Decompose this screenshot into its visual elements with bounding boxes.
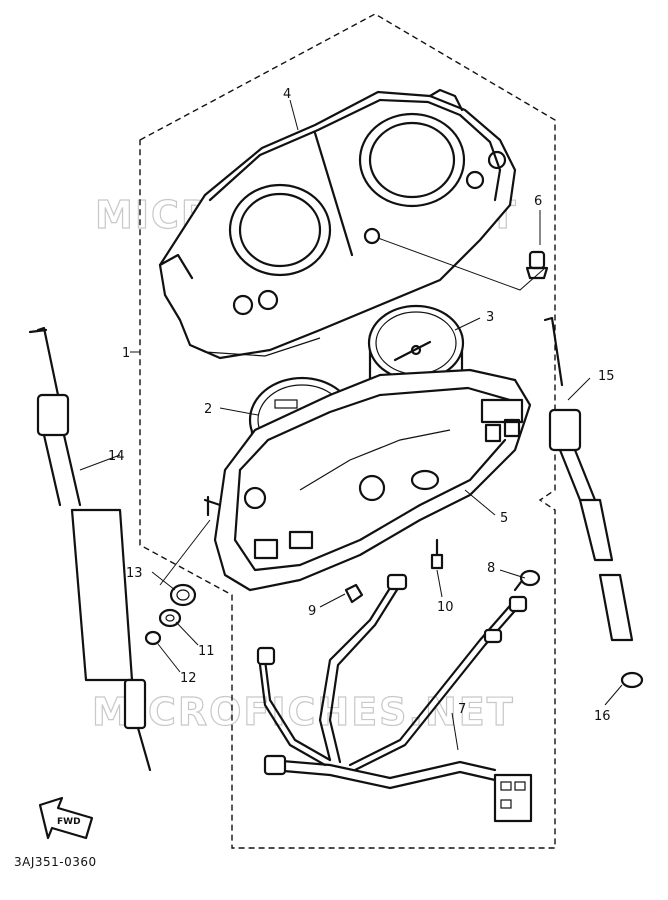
callout-14: 14 <box>108 449 125 464</box>
meter-cover <box>158 88 517 360</box>
meter-case <box>203 368 532 592</box>
callout-9: 9 <box>308 604 316 619</box>
callout-6: 6 <box>534 194 542 209</box>
callout-numbers: 1 2 3 4 5 6 7 8 9 10 11 12 13 14 15 16 <box>108 87 615 724</box>
callout-12: 12 <box>180 671 197 686</box>
callout-10: 10 <box>437 600 454 615</box>
watermark-bottom: MICROFICHES.NET <box>92 690 515 734</box>
leader-lines <box>79 99 623 751</box>
callout-8: 8 <box>487 561 495 576</box>
tachometer-cable <box>543 316 634 642</box>
callout-15: 15 <box>598 369 615 384</box>
fwd-arrow-icon: FWD <box>38 796 94 840</box>
assembly-boundary <box>139 13 556 849</box>
fwd-label: FWD <box>57 817 81 827</box>
callout-13: 13 <box>126 566 143 581</box>
screw-10 <box>430 538 444 570</box>
callout-11: 11 <box>198 644 215 659</box>
screw-9 <box>344 583 364 604</box>
callout-2: 2 <box>204 402 212 417</box>
callout-7: 7 <box>458 702 466 717</box>
callout-16: 16 <box>594 709 611 724</box>
bulb-socket-6 <box>525 250 549 280</box>
callout-4: 4 <box>283 87 291 102</box>
washer-11 <box>158 608 182 628</box>
callout-5: 5 <box>500 511 508 526</box>
wire-harness <box>256 573 533 823</box>
speedometer-cable <box>28 326 152 772</box>
o-ring-16 <box>620 671 644 689</box>
drawing-code: 3AJ351-0360 <box>14 855 97 869</box>
grommet-13 <box>169 583 197 607</box>
callout-3: 3 <box>486 310 494 325</box>
callout-1: 1 <box>122 346 130 361</box>
nut-12 <box>144 630 162 646</box>
bulb-8 <box>513 569 541 592</box>
